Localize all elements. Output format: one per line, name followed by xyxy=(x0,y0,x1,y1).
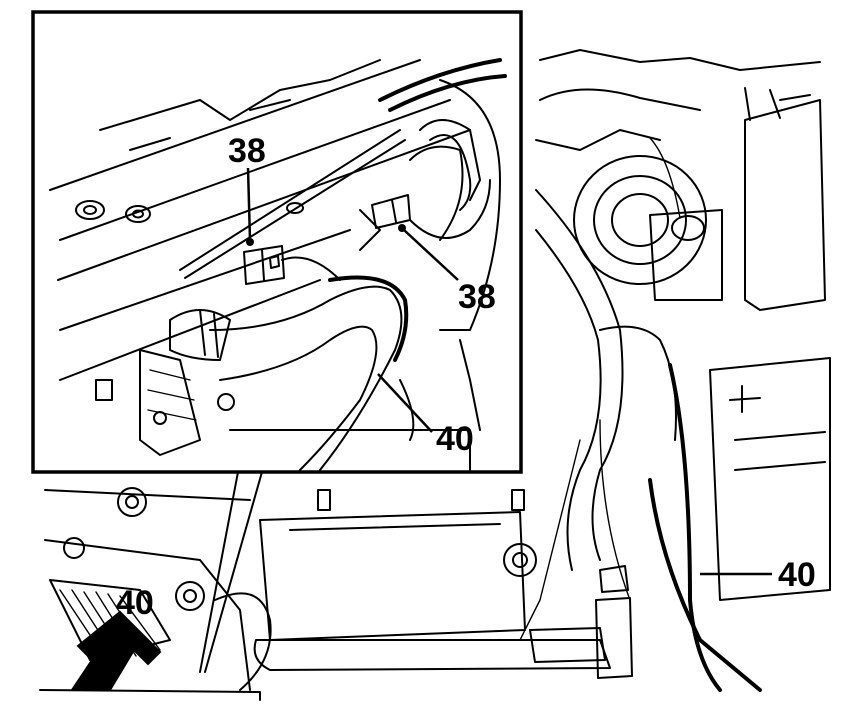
callout-38-top: 38 xyxy=(228,132,266,170)
intake-duct xyxy=(49,579,171,661)
inset-frame xyxy=(31,10,523,474)
callout-38-right: 38 xyxy=(458,278,496,316)
reservoir xyxy=(744,99,826,311)
leader-38-top-dot xyxy=(246,238,254,246)
leader-lines xyxy=(246,167,772,576)
callout-40-left: 40 xyxy=(116,584,154,622)
brake-booster xyxy=(573,155,707,285)
callout-40-inset: 40 xyxy=(436,420,474,458)
leader-40-inset xyxy=(377,373,433,433)
leader-38-top xyxy=(246,167,252,241)
coolant-hose xyxy=(209,285,403,471)
inset-pointer-right xyxy=(204,471,263,673)
detail-inset xyxy=(31,10,523,673)
battery xyxy=(709,357,831,601)
wiring-harness xyxy=(668,363,722,692)
leader-38-right xyxy=(403,229,459,281)
callout-40-main: 40 xyxy=(778,556,816,594)
leader-38-right-dot xyxy=(398,224,406,232)
master-cylinder-cap xyxy=(649,209,723,301)
air-filter-housing xyxy=(259,511,526,641)
main-engine-view xyxy=(39,49,831,701)
connector-lower xyxy=(243,245,285,285)
inset-pointer-left xyxy=(199,471,239,673)
arrow-down-left-icon xyxy=(70,610,162,691)
